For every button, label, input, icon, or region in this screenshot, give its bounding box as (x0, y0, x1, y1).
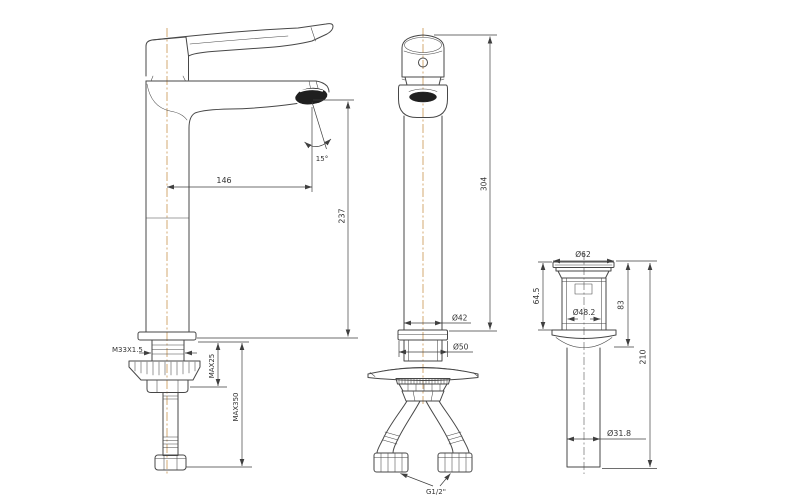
threaded-rod (162, 392, 179, 456)
front-view-dimensions: 304 Ø42 Ø50 G1/2" (398, 34, 497, 496)
side-view-dimensions: 146 237 15° M33X1.5 MAX25 MAX350 (112, 99, 358, 468)
drain-body (551, 277, 617, 468)
tailpipe (566, 347, 601, 468)
dim-body-diameter-label: Ø42 (452, 314, 468, 323)
handle-side (145, 23, 334, 82)
dim-inner-diameter-label: Ø48.2 (573, 308, 596, 317)
spray-angle-arc (304, 138, 332, 149)
dim-hose-connector-label: G1/2" (426, 488, 446, 496)
spout-front (398, 84, 448, 118)
base-assembly-side (128, 331, 201, 471)
dim-body-thread-label: M33X1.5 (112, 346, 143, 354)
dim-max-deck-label: MAX25 (208, 354, 216, 379)
dim-tailpipe-diameter-label: Ø31.8 (607, 428, 631, 438)
spray-angle-line (311, 101, 327, 150)
hose-nut-left (373, 452, 409, 473)
threaded-shank (151, 339, 185, 362)
front-view: 304 Ø42 Ø50 G1/2" (367, 28, 497, 496)
dim-upper-body-height-label: 64.5 (532, 287, 541, 304)
handle-front (401, 34, 445, 86)
leader-g12-right (439, 473, 451, 487)
dim-spray-angle-label: 15° (316, 155, 328, 163)
dim-body-height-label: 83 (617, 300, 626, 310)
body-column-side (145, 80, 190, 333)
dim-overall-height-label: 304 (480, 177, 489, 192)
drain-cap (552, 261, 615, 279)
spout-side (145, 80, 330, 333)
overflow-window (574, 283, 593, 295)
dim-flange-diameter-label: Ø62 (575, 250, 591, 259)
handle-button (418, 57, 428, 68)
leader-g12-left (400, 473, 434, 487)
sub-nut (146, 379, 189, 393)
drain-view: Ø62 64.5 Ø48.2 83 210 Ø31.8 (532, 250, 657, 474)
dim-total-height-label: 210 (639, 349, 648, 364)
drain-flange-nut (551, 329, 617, 339)
dim-spout-height-label: 237 (338, 208, 347, 223)
dim-base-diameter-label: Ø50 (453, 343, 469, 352)
hose-nut-right (437, 452, 473, 473)
hex-nut (154, 454, 187, 471)
lock-nut (128, 360, 201, 381)
deck-mounting-front (367, 366, 479, 402)
drain-dimensions: Ø62 64.5 Ø48.2 83 210 Ø31.8 (532, 250, 657, 469)
dim-spout-reach-label: 146 (216, 176, 231, 185)
supply-hoses (373, 400, 473, 473)
side-view: 146 237 15° M33X1.5 MAX25 MAX350 (112, 23, 358, 476)
escutcheon (367, 367, 479, 381)
aerator-front (409, 91, 437, 103)
dim-max-below-label: MAX350 (232, 393, 240, 422)
